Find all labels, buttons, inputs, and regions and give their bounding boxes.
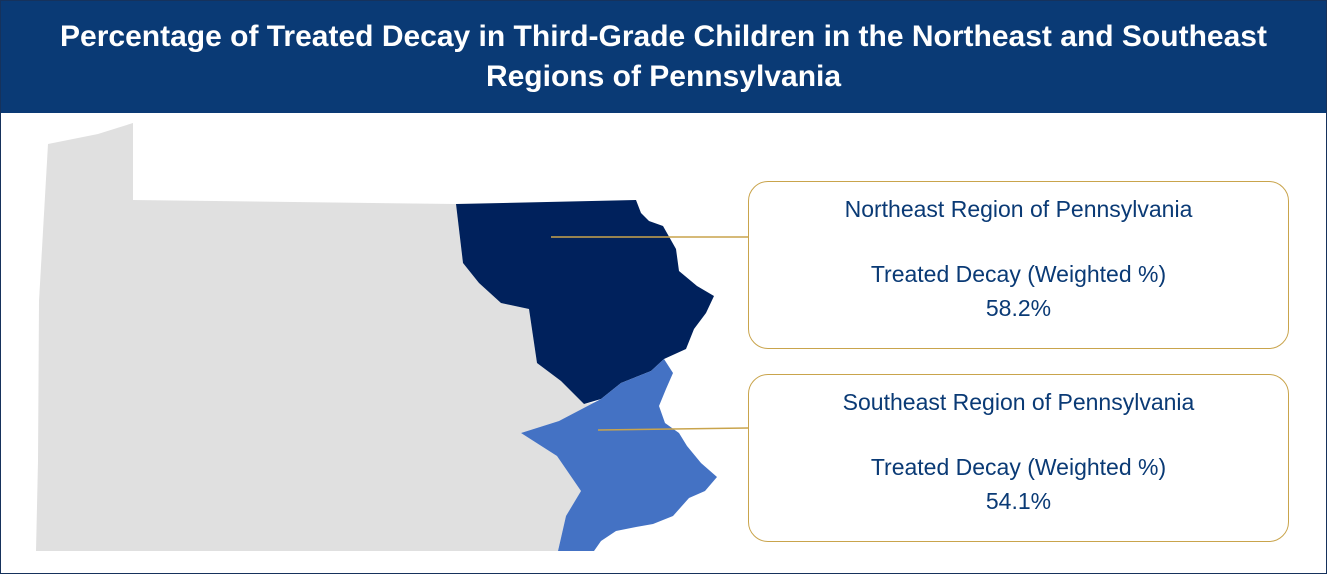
southeast-metric-label: Treated Decay (Weighted %): [870, 454, 1167, 480]
northeast-region-name: Northeast Region of Pennsylvania: [844, 196, 1193, 222]
pennsylvania-map: [36, 123, 749, 551]
southeast-region-name: Southeast Region of Pennsylvania: [842, 389, 1195, 415]
state-rest-region: [36, 123, 601, 551]
northeast-metric-value: 58.2%: [985, 295, 1052, 321]
southeast-leader-line: [597, 427, 749, 431]
southeast-callout: Southeast Region of Pennsylvania Treated…: [748, 374, 1289, 542]
page-title: Percentage of Treated Decay in Third-Gra…: [60, 20, 1267, 93]
southeast-region: [521, 359, 717, 551]
southeast-metric-value: 54.1%: [985, 488, 1052, 514]
northeast-callout: Northeast Region of Pennsylvania Treated…: [748, 181, 1289, 349]
northeast-region: [456, 200, 714, 404]
title-banner: Percentage of Treated Decay in Third-Gra…: [1, 1, 1326, 113]
northeast-metric-label: Treated Decay (Weighted %): [870, 261, 1167, 287]
